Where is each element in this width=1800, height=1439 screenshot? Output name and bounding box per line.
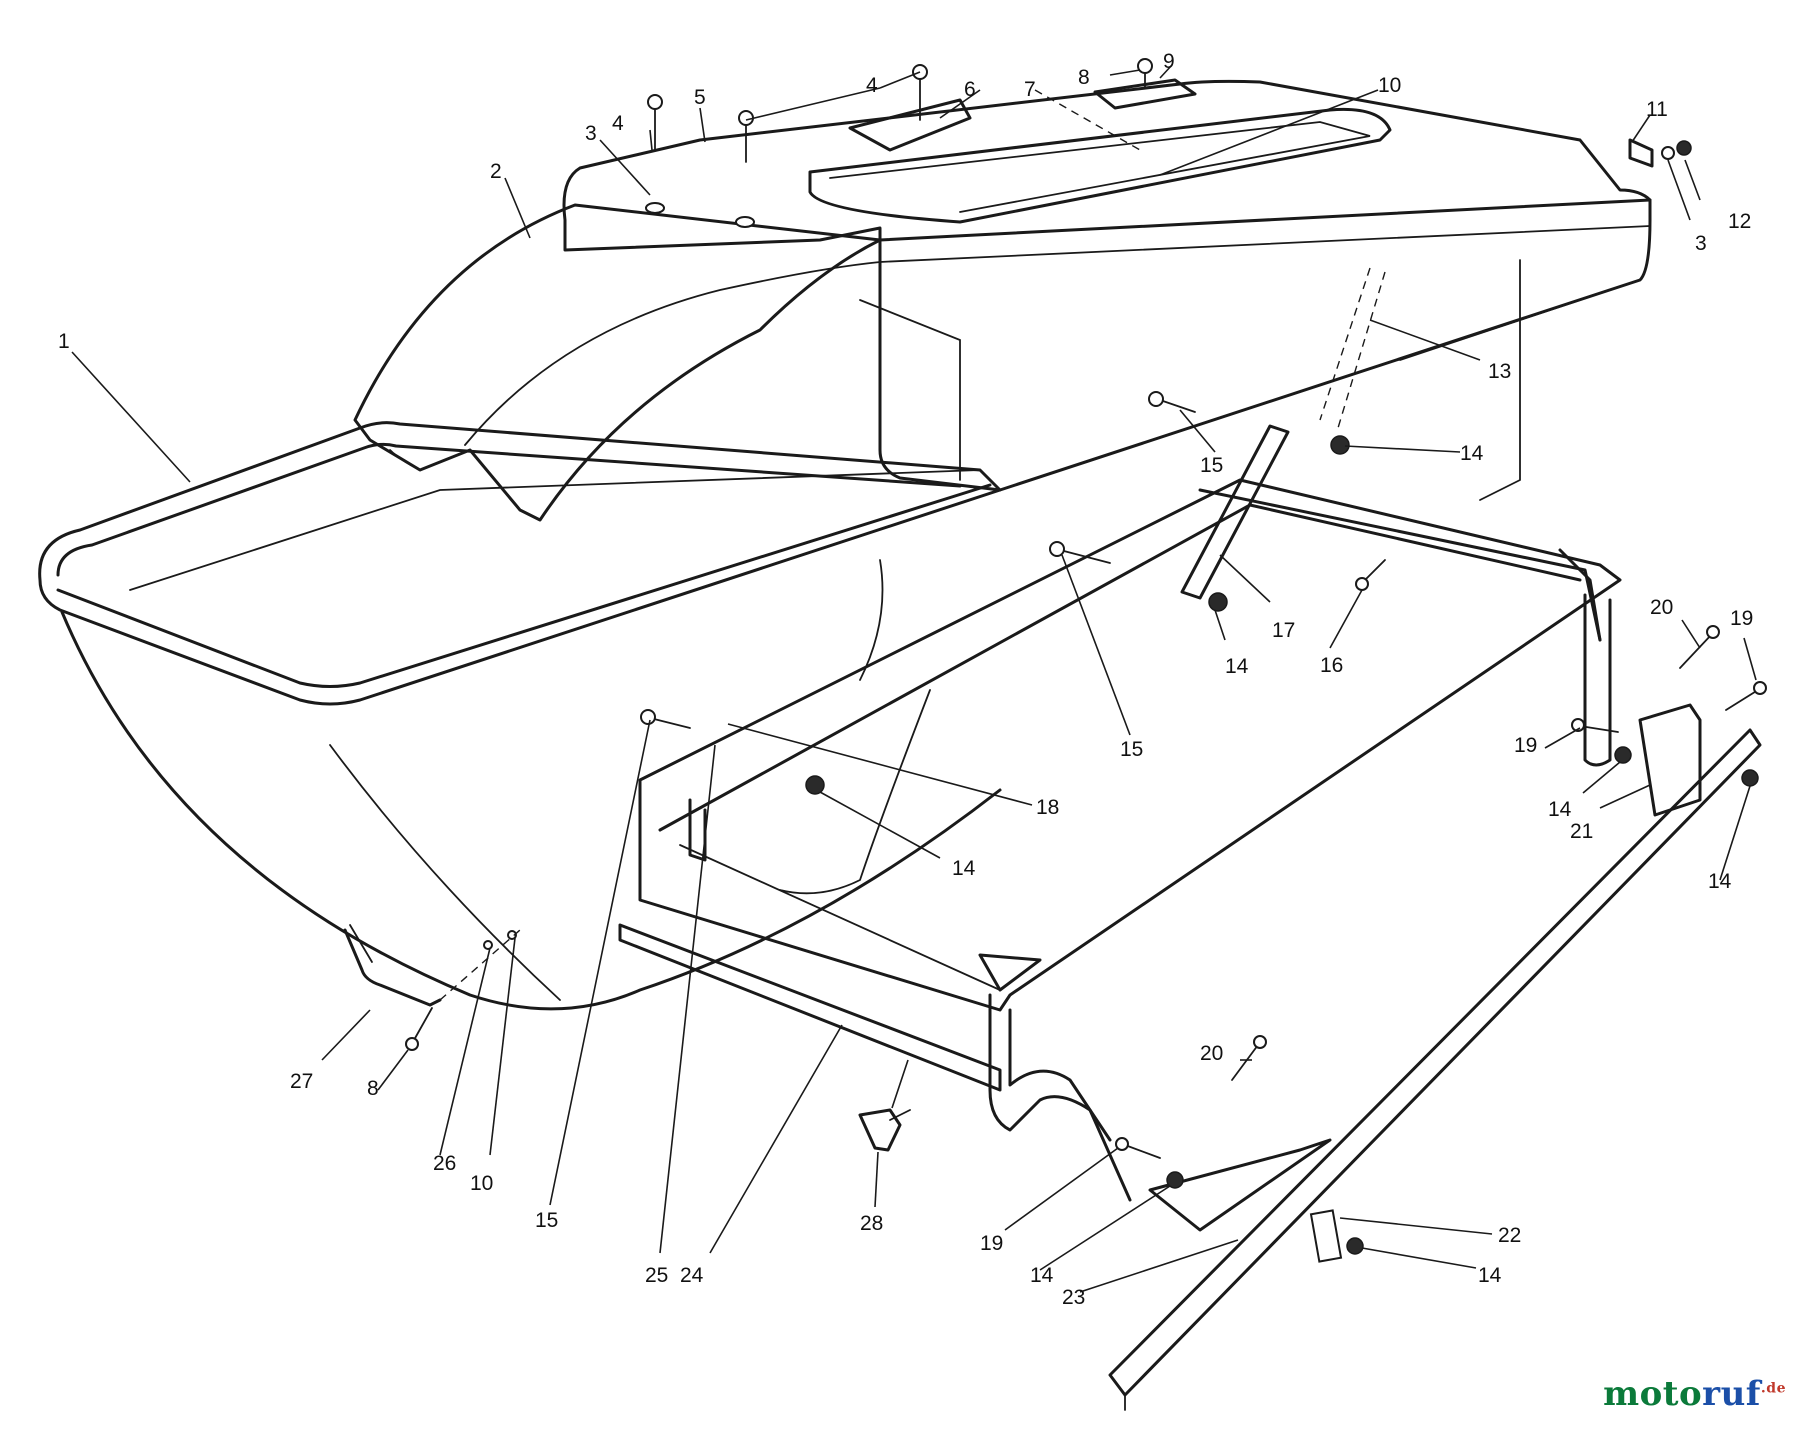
hopper-base <box>38 421 1002 1011</box>
discharge-chute <box>353 203 882 522</box>
watermark-part1: moto <box>1603 1374 1703 1414</box>
callout-10: 10 <box>1378 74 1401 97</box>
callout-8: 8 <box>367 1077 379 1100</box>
watermark-suffix: .de <box>1760 1380 1786 1397</box>
callout-19: 19 <box>980 1232 1003 1255</box>
callout-14: 14 <box>1708 870 1732 893</box>
callout-14: 14 <box>1548 798 1572 821</box>
watermark-part2: ruf <box>1702 1374 1761 1414</box>
callout-28: 28 <box>860 1212 883 1235</box>
callout-3: 3 <box>1695 232 1707 255</box>
callout-20: 20 <box>1650 596 1673 619</box>
callout-14: 14 <box>1478 1264 1502 1287</box>
callout-5: 5 <box>694 86 706 109</box>
callout-22: 22 <box>1498 1224 1521 1247</box>
callout-14: 14 <box>1460 442 1484 465</box>
callout-27: 27 <box>290 1070 313 1093</box>
callout-26: 26 <box>433 1152 456 1175</box>
callout-12: 12 <box>1728 210 1751 233</box>
callout-14: 14 <box>1225 655 1249 678</box>
callout-labels: 1 2 3 3 4 4 5 6 7 8 8 9 10 10 11 12 13 1… <box>58 50 1753 1309</box>
callout-17: 17 <box>1272 619 1295 642</box>
callout-11: 11 <box>1646 98 1668 121</box>
callout-18: 18 <box>1036 796 1059 819</box>
callout-16: 16 <box>1320 654 1343 677</box>
callout-7: 7 <box>1024 78 1036 101</box>
callout-2: 2 <box>490 160 502 183</box>
callout-10: 10 <box>470 1172 493 1195</box>
callout-19: 19 <box>1730 607 1753 630</box>
callout-15: 15 <box>535 1209 558 1232</box>
leader-lines <box>71 64 1757 1293</box>
callout-15: 15 <box>1120 738 1143 761</box>
callout-20: 20 <box>1200 1042 1223 1065</box>
callout-13: 13 <box>1488 360 1511 383</box>
mounting-frame <box>618 478 1622 1232</box>
callout-6: 6 <box>964 78 976 101</box>
site-watermark: motoruf.de <box>1603 1374 1786 1414</box>
callout-15: 15 <box>1200 454 1223 477</box>
callout-25: 25 <box>645 1264 668 1287</box>
callout-8: 8 <box>1078 66 1090 89</box>
callout-9: 9 <box>1163 50 1175 73</box>
callout-14: 14 <box>1030 1264 1054 1287</box>
hardware <box>343 58 1767 1255</box>
callout-19: 19 <box>1514 734 1537 757</box>
callout-23: 23 <box>1062 1286 1085 1309</box>
callout-1: 1 <box>58 330 70 353</box>
callout-4: 4 <box>866 74 878 97</box>
support-bar <box>1108 728 1762 1411</box>
plate-22 <box>1309 1209 1343 1263</box>
callout-21: 21 <box>1570 820 1593 843</box>
callout-14: 14 <box>952 857 976 880</box>
hopper-lid <box>562 79 1652 501</box>
callout-3: 3 <box>585 122 597 145</box>
callout-24: 24 <box>680 1264 704 1287</box>
callout-4: 4 <box>612 112 624 135</box>
